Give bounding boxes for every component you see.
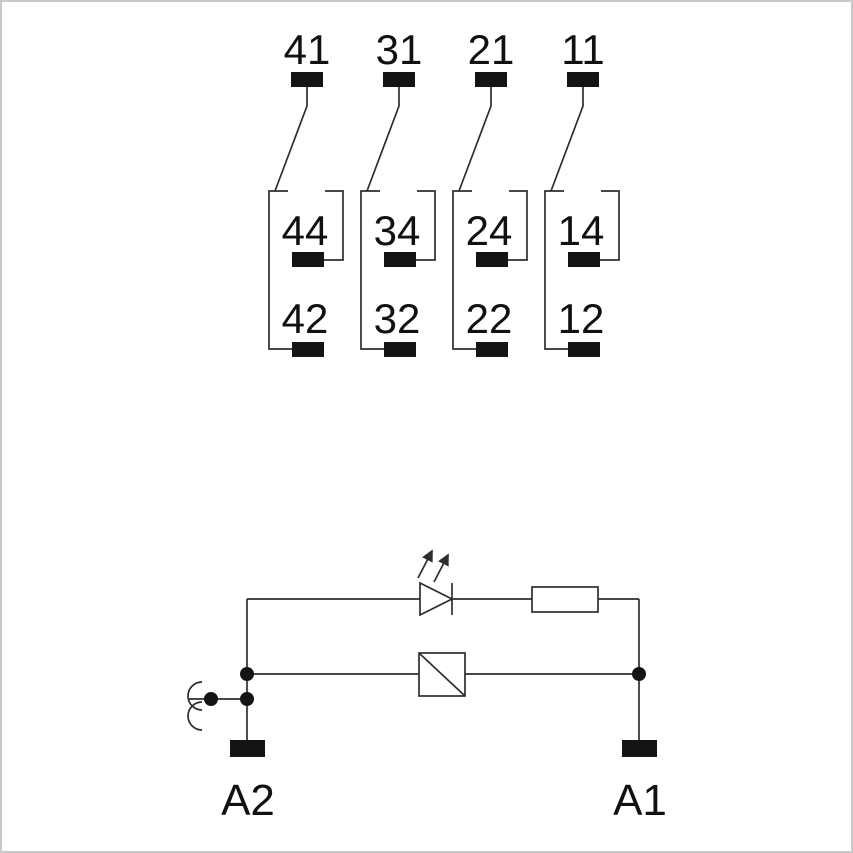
- resistor-icon: [531, 586, 599, 613]
- contact-frame: [452, 190, 528, 350]
- contact-no-label: 24: [466, 207, 513, 254]
- contact-group: 21 24 22: [452, 26, 528, 357]
- nc-terminal-pad: [476, 342, 508, 357]
- clip-arc: [187, 701, 203, 731]
- contact-group: 31 34 32: [360, 26, 436, 357]
- clip-arc: [187, 681, 203, 711]
- no-terminal-pad: [476, 252, 508, 267]
- contact-group: 11 14 12: [544, 26, 620, 357]
- contact-frame: [268, 190, 344, 350]
- coil-circuit: A2 A1: [187, 549, 667, 825]
- nc-terminal-pad: [292, 342, 324, 357]
- a2-terminal-pad: [230, 740, 265, 757]
- common-terminal-pad: [383, 72, 415, 87]
- contact-common-label: 21: [468, 26, 515, 73]
- junction-dot: [240, 667, 254, 681]
- common-terminal-pad: [567, 72, 599, 87]
- switch-arm-wire: [366, 87, 400, 192]
- contact-frame: [544, 190, 620, 350]
- led-emission-arrow: [417, 549, 433, 579]
- contact-no-label: 34: [374, 207, 421, 254]
- switch-arm-wire: [550, 87, 584, 192]
- switch-arm-wire: [458, 87, 492, 192]
- coil-diagonal: [418, 652, 466, 697]
- a2-terminal-label: A2: [221, 776, 275, 825]
- contact-nc-label: 22: [466, 295, 513, 342]
- bridge-clip-icon: [187, 681, 247, 731]
- common-terminal-pad: [291, 72, 323, 87]
- contact-no-label: 44: [282, 207, 329, 254]
- common-terminal-pad: [475, 72, 507, 87]
- contact-nc-label: 12: [558, 295, 605, 342]
- led-triangle: [419, 581, 454, 617]
- junction-dot: [632, 667, 646, 681]
- junction-dot: [204, 692, 218, 706]
- no-terminal-pad: [384, 252, 416, 267]
- contact-no-label: 14: [558, 207, 605, 254]
- junction-dot: [240, 692, 254, 706]
- contact-frame: [360, 190, 436, 350]
- relay-coil-icon: [418, 652, 466, 697]
- contact-nc-label: 32: [374, 295, 421, 342]
- no-terminal-pad: [568, 252, 600, 267]
- switch-arm-wire: [274, 87, 308, 192]
- a1-terminal-label: A1: [613, 776, 667, 825]
- contact-common-label: 11: [561, 26, 605, 73]
- contact-nc-label: 42: [282, 295, 329, 342]
- led-icon: [417, 549, 454, 617]
- contact-common-label: 41: [284, 26, 331, 73]
- contact-common-label: 31: [376, 26, 423, 73]
- contact-group: 41 44 42: [268, 26, 344, 357]
- led-emission-arrow: [433, 553, 449, 583]
- nc-terminal-pad: [384, 342, 416, 357]
- nc-terminal-pad: [568, 342, 600, 357]
- no-terminal-pad: [292, 252, 324, 267]
- a1-terminal-pad: [622, 740, 657, 757]
